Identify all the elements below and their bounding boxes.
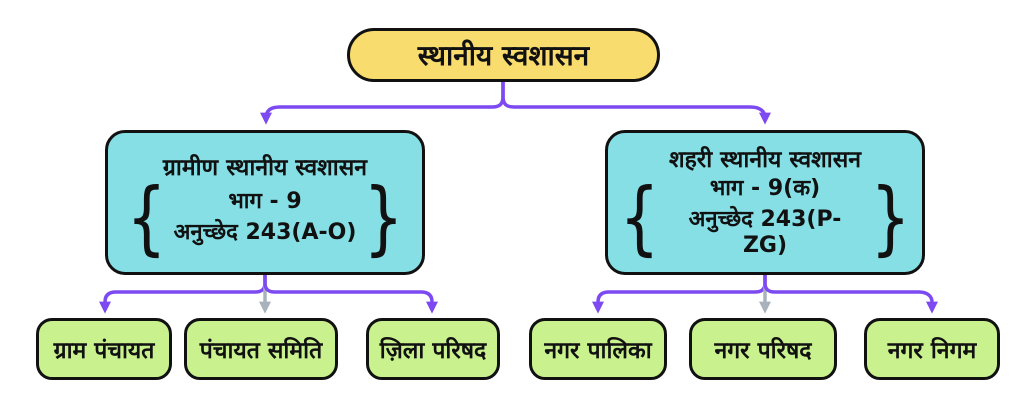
branch-detail-group: { भाग - 9(क) अनुच्छेद 243(P-ZG) }: [616, 176, 914, 259]
brace-close-icon: }: [870, 171, 911, 264]
branch-detail-line: अनुच्छेद 243(P-ZG): [688, 206, 842, 259]
connector-urban-to-nagar-nigam: [763, 275, 938, 314]
branch-node-urban: शहरी स्थानीय स्वशासन { भाग - 9(क) अनुच्छ…: [605, 130, 925, 275]
leaf-node-nagar-nigam: नगर निगम: [864, 318, 1000, 380]
branch-detail-line: भाग - 9: [228, 189, 302, 215]
root-node-label: स्थानीय स्वशासन: [417, 39, 590, 72]
branch-detail-lines: भाग - 9 अनुच्छेद 243(A-O): [174, 189, 357, 246]
branch-detail-line: अनुच्छेद 243(A-O): [173, 219, 357, 245]
connector-root-to-rural: [260, 82, 505, 125]
branch-node-rural: ग्रामीण स्थानीय स्वशासन { भाग - 9 अनुच्छ…: [105, 130, 425, 275]
connector-rural-to-zila-parishad: [263, 275, 438, 314]
connector-urban-to-nagar-palika: [592, 275, 767, 314]
connector-rural-to-gram-panchayat: [99, 275, 267, 314]
leaf-node-nagar-parishad: नगर परिषद: [689, 318, 837, 380]
brace-close-icon: }: [363, 171, 404, 264]
leaf-label: ज़िला परिषद: [379, 338, 487, 364]
leaf-node-nagar-palika: नगर पालिका: [529, 318, 667, 380]
brace-open-icon: {: [619, 171, 660, 264]
branch-detail-group: { भाग - 9 अनुच्छेद 243(A-O) }: [123, 171, 408, 264]
leaf-label: नगर पालिका: [544, 338, 652, 364]
leaf-label: नगर निगम: [887, 338, 977, 364]
brace-open-icon: {: [126, 171, 167, 264]
connector-root-to-urban: [501, 82, 771, 125]
leaf-node-panchayat-samiti: पंचायत समिति: [184, 318, 338, 380]
branch-heading: शहरी स्थानीय स्वशासन: [668, 146, 862, 173]
leaf-label: नगर परिषद: [714, 338, 812, 364]
leaf-node-gram-panchayat: ग्राम पंचायत: [36, 318, 172, 380]
root-node: स्थानीय स्वशासन: [347, 28, 660, 82]
leaf-label: पंचायत समिति: [199, 338, 323, 364]
branch-heading: ग्रामीण स्थानीय स्वशासन: [162, 154, 368, 181]
branch-detail-lines: भाग - 9(क) अनुच्छेद 243(P-ZG): [667, 176, 863, 259]
branch-detail-line: भाग - 9(क): [709, 176, 821, 202]
leaf-node-zila-parishad: ज़िला परिषद: [366, 318, 500, 380]
leaf-label: ग्राम पंचायत: [53, 338, 155, 364]
